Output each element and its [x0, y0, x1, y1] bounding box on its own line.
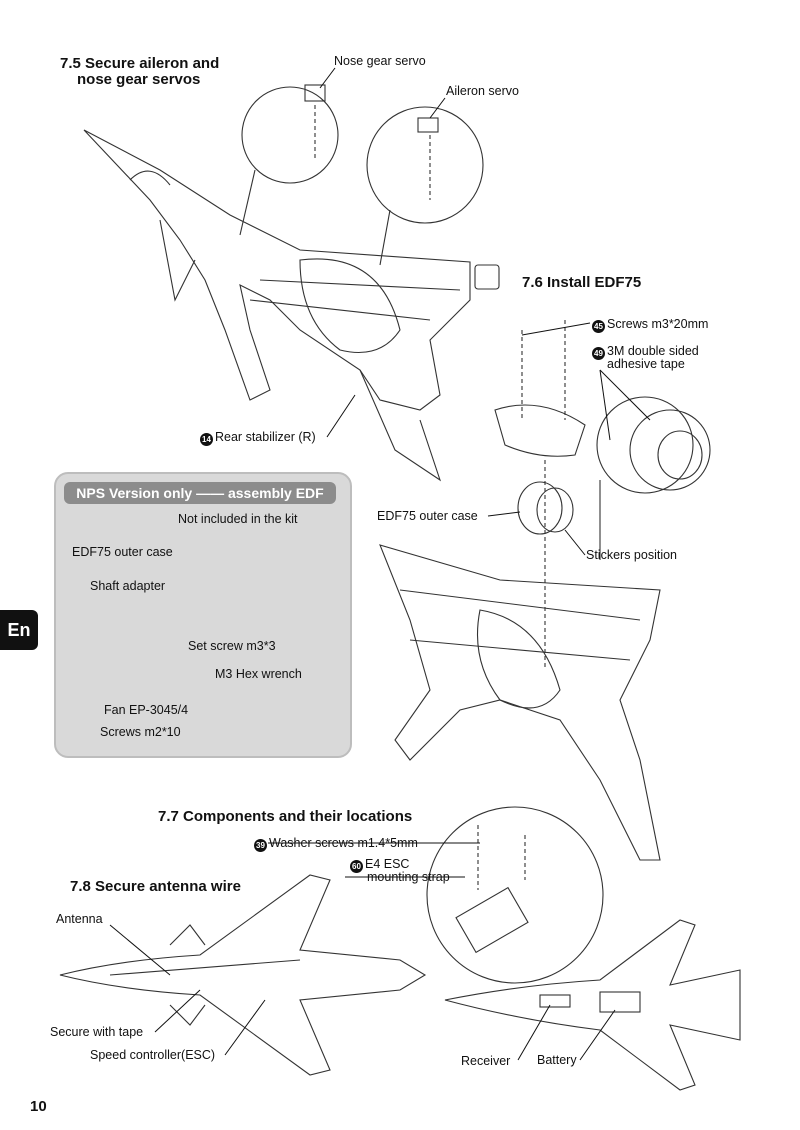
nps-box-title: NPS Version only —— assembly EDF — [64, 482, 336, 504]
nps-label-edf-outer-case: EDF75 outer case — [72, 545, 173, 559]
label-stickers-position: Stickers position — [586, 548, 678, 562]
aircraft-77-drawing — [444, 919, 741, 1091]
zoom-circle-esc — [426, 806, 604, 984]
label-battery: Battery — [537, 1053, 577, 1067]
zoom-circle-nose-servo — [241, 86, 339, 184]
part-number-badge: 60 — [350, 860, 363, 873]
edf-install-drawing — [379, 320, 711, 861]
language-tab: En — [0, 610, 38, 650]
section-7-8-title: 7.8 Secure antenna wire — [70, 878, 241, 895]
label-nose-gear-servo: Nose gear servo — [334, 54, 426, 68]
label-receiver: Receiver — [461, 1054, 511, 1068]
nps-label-screws: Screws m2*10 — [100, 725, 181, 739]
label-aileron-servo: Aileron servo — [446, 84, 519, 98]
label-secure-with-tape: Secure with tape — [50, 1025, 144, 1039]
aircraft-78-drawing — [59, 874, 427, 1076]
label-antenna: Antenna — [56, 912, 103, 926]
nps-label-fan: Fan EP-3045/4 — [104, 703, 189, 717]
label-edf-outer-case: EDF75 outer case — [377, 509, 478, 523]
part-number-badge: 39 — [254, 839, 267, 852]
nps-label-not-included: Not included in the kit — [178, 512, 298, 526]
nps-label-set-screw: Set screw m3*3 — [188, 639, 276, 653]
section-7-5-title-line1: 7.5 Secure aileron and — [60, 55, 220, 72]
nps-label-hex-wrench: M3 Hex wrench — [215, 667, 302, 681]
zoom-circle-aileron-servo — [366, 106, 484, 224]
section-7-5-title-line2: nose gear servos — [77, 71, 201, 88]
aircraft-75-drawing — [83, 129, 471, 482]
nps-label-shaft-adapter: Shaft adapter — [90, 579, 166, 593]
section-7-7-title: 7.7 Components and their locations — [158, 808, 413, 825]
part-number-badge: 14 — [200, 433, 213, 446]
part-number-badge: 45 — [592, 320, 605, 333]
part-number-badge: 49 — [592, 347, 605, 360]
label-tape-line2: adhesive tape — [607, 357, 685, 371]
label-speed-controller: Speed controller(ESC) — [90, 1048, 216, 1062]
section-7-6-title: 7.6 Install EDF75 — [522, 274, 642, 291]
nps-version-box — [54, 472, 352, 758]
page-number: 10 — [30, 1098, 47, 1115]
label-esc-strap-line2: mounting strap — [367, 870, 450, 884]
